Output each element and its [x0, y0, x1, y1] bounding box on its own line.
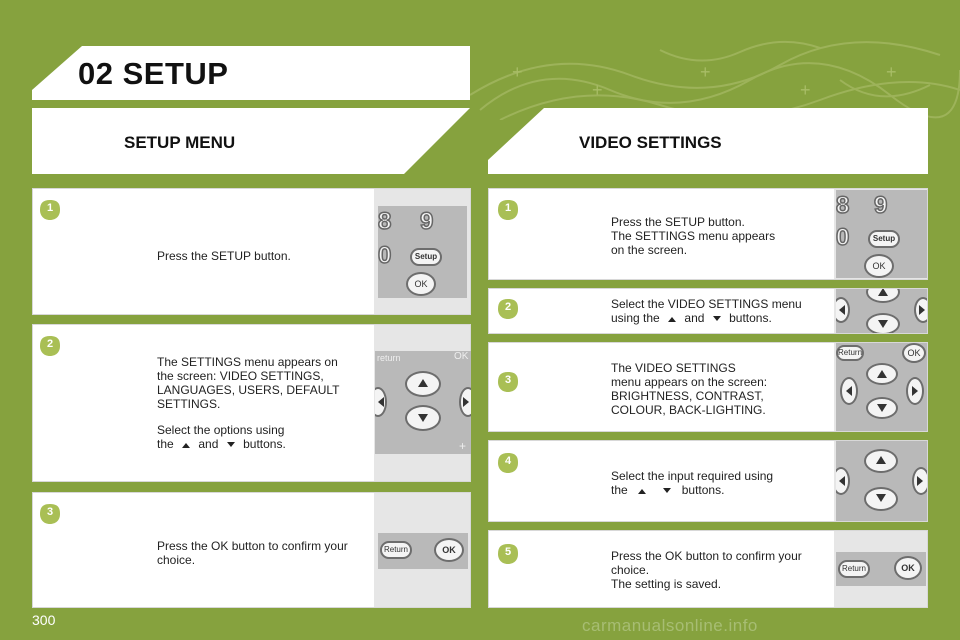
left-arrow-icon — [839, 305, 845, 315]
down-arrow-icon — [876, 494, 886, 502]
right-step-2-text: Select the VIDEO SETTINGS menu using the… — [611, 297, 802, 325]
remote-navigation-image: return OK + — [375, 351, 471, 454]
return-button: Return — [380, 541, 412, 559]
left-arrow-icon — [839, 476, 845, 486]
right-arrow-icon — [912, 386, 918, 396]
right-arrow-icon — [463, 397, 469, 407]
right-step-4-text: Select the input required using the butt… — [611, 469, 774, 497]
up-arrow-icon — [878, 289, 888, 296]
setup-menu-header — [32, 108, 470, 174]
up-arrow-icon — [638, 488, 647, 494]
down-arrow-icon — [878, 320, 888, 328]
step-badge-icon — [498, 372, 518, 392]
svg-text:+: + — [700, 62, 711, 82]
ok-button: OK — [434, 538, 464, 562]
ok-button: OK — [902, 343, 926, 363]
remote-ok-image: Return OK — [836, 552, 926, 586]
step-badge-icon — [498, 544, 518, 564]
remote-navigation-image — [836, 289, 927, 333]
step-badge-icon — [40, 504, 60, 524]
title-bar — [32, 46, 470, 100]
up-arrow-icon — [182, 442, 191, 448]
left-step-2-text: The SETTINGS menu appears on the screen:… — [157, 355, 340, 451]
right-step-1-text: Press the SETUP button. The SETTINGS men… — [611, 215, 776, 257]
page-number: 300 — [32, 612, 56, 628]
remote-navigation-image: Return OK — [836, 343, 927, 431]
down-arrow-icon — [712, 315, 721, 321]
right-step-5-text: Press the OK button to confirm your choi… — [611, 549, 802, 591]
down-arrow-icon — [877, 404, 887, 412]
up-arrow-icon — [668, 316, 677, 322]
svg-text:+: + — [592, 80, 603, 100]
svg-text:+: + — [886, 62, 897, 82]
up-arrow-icon — [418, 379, 428, 387]
left-step-3-text: Press the OK button to confirm your choi… — [157, 539, 348, 567]
step-badge-icon — [498, 299, 518, 319]
video-settings-title: VIDEO SETTINGS — [579, 133, 722, 152]
watermark: carmanualsonline.info — [582, 616, 758, 635]
svg-text:+: + — [512, 62, 523, 82]
step-badge-icon — [40, 200, 60, 220]
right-arrow-icon — [917, 476, 923, 486]
setup-button: Setup — [868, 230, 900, 248]
setup-button: Setup — [410, 248, 442, 266]
ok-button: OK — [406, 272, 436, 296]
down-arrow-icon — [226, 441, 235, 447]
right-step-3-text: The VIDEO SETTINGS menu appears on the s… — [611, 361, 768, 417]
up-arrow-icon — [877, 370, 887, 378]
up-arrow-icon — [876, 456, 886, 464]
step-badge-icon — [498, 453, 518, 473]
remote-ok-image: Return OK — [378, 533, 468, 569]
return-button: Return — [836, 345, 864, 361]
step-badge-icon — [40, 336, 60, 356]
left-step-1-text: Press the SETUP button. — [157, 249, 291, 263]
setup-menu-title: SETUP MENU — [124, 133, 236, 152]
video-settings-header — [488, 108, 928, 174]
page-title: 02 SETUP — [78, 56, 229, 91]
down-arrow-icon — [418, 414, 428, 422]
remote-setup-image: 8 9 0 Setup OK — [836, 190, 927, 278]
down-arrow-icon — [663, 487, 672, 493]
return-button: Return — [838, 560, 870, 578]
ok-button: OK — [894, 556, 922, 580]
left-arrow-icon — [846, 386, 852, 396]
svg-text:+: + — [800, 80, 811, 100]
remote-setup-image: 8 9 0 Setup OK — [378, 206, 467, 298]
ok-button: OK — [864, 254, 894, 278]
left-arrow-icon — [378, 397, 384, 407]
remote-navigation-image — [836, 441, 927, 521]
step-badge-icon — [498, 200, 518, 220]
right-arrow-icon — [919, 305, 925, 315]
